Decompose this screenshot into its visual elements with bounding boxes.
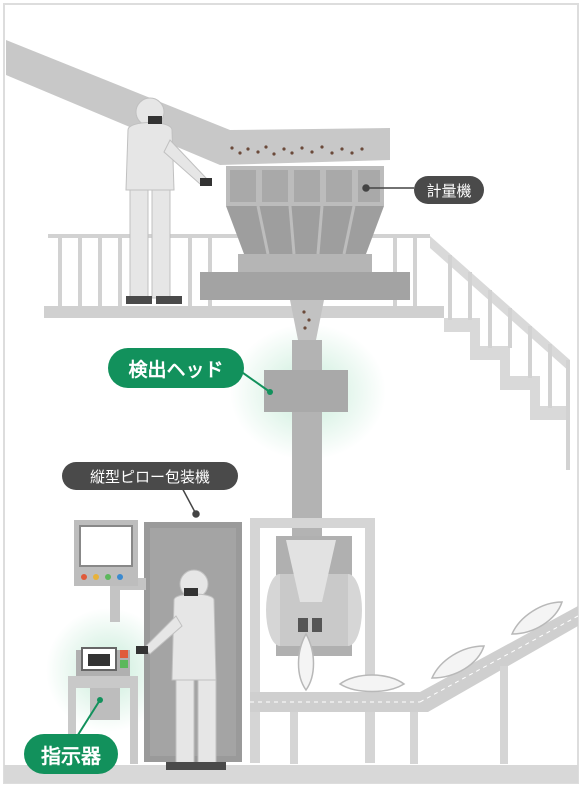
falling-bag bbox=[297, 632, 315, 692]
indicator-device bbox=[68, 647, 138, 764]
platform-deck bbox=[44, 306, 444, 318]
floor bbox=[4, 765, 578, 783]
control-panel bbox=[74, 520, 146, 622]
operator-bottom bbox=[136, 569, 226, 770]
forming-section bbox=[266, 536, 362, 656]
detection-head-label: 検出ヘッド bbox=[108, 348, 244, 388]
weigher-label: 計量機 bbox=[414, 176, 484, 204]
packaging-frame bbox=[250, 518, 375, 763]
staircase bbox=[430, 236, 570, 420]
infeed-conveyor bbox=[6, 40, 390, 165]
outfeed-conveyor bbox=[250, 606, 579, 764]
operator-top bbox=[125, 97, 212, 304]
indicator-label: 指示器 bbox=[24, 734, 118, 774]
bags-on-conveyor bbox=[338, 601, 564, 693]
detection-head bbox=[264, 370, 348, 412]
packaging-machine-label: 縦型ピロー包装機 bbox=[62, 462, 238, 490]
weigher-machine bbox=[200, 166, 410, 340]
